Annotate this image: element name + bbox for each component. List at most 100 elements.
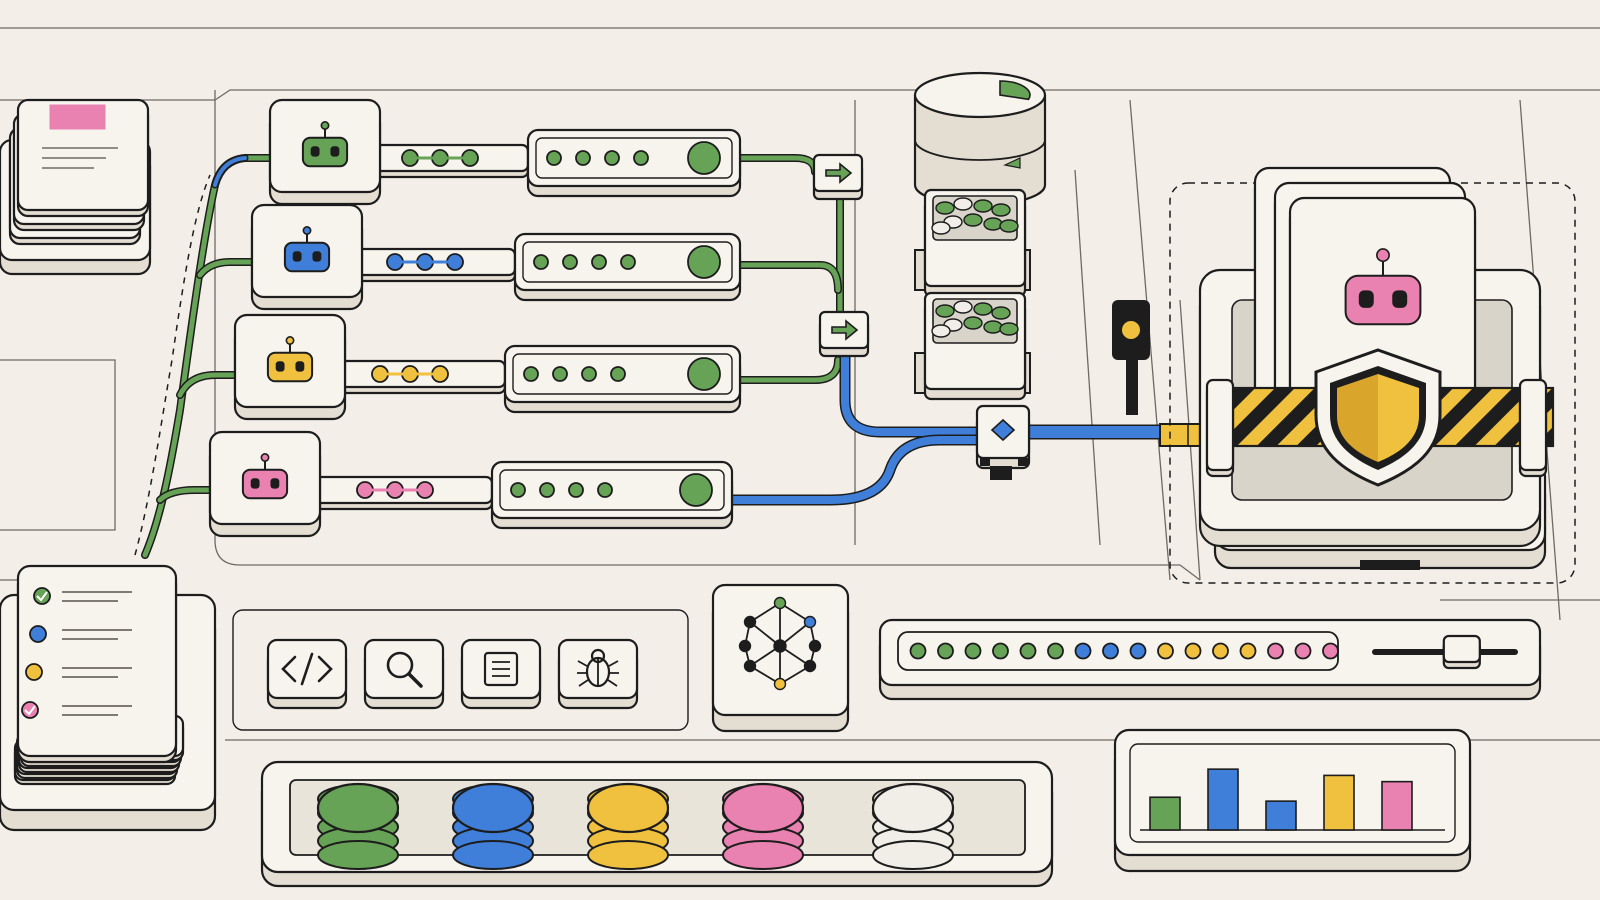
robot-icon-blue-eye-right <box>312 251 322 262</box>
tools-panel <box>232 609 689 731</box>
token-stream-dot-14 <box>1267 642 1284 660</box>
tool-button-search-body[interactable] <box>363 638 445 710</box>
metrics-bar-chart <box>1113 728 1472 873</box>
token-stacks-tray <box>260 760 1054 888</box>
shield-icon <box>1314 348 1442 487</box>
robot-icon-yellow-head <box>266 351 314 383</box>
shield-half-shade <box>1337 374 1378 462</box>
storage-bin-top[interactable] <box>914 188 1031 298</box>
token-stream-dot-3 <box>964 642 982 660</box>
graph-node-3 <box>803 615 817 629</box>
tool-button-debug[interactable] <box>557 638 639 710</box>
graph-node-4 <box>773 639 787 653</box>
document-icon <box>483 651 519 687</box>
agent-row-blue <box>250 203 742 311</box>
barrier-post-right-face <box>1518 378 1548 472</box>
queue-slot-yellow-2 <box>552 366 568 382</box>
storage-area <box>913 71 1150 415</box>
token-disc-pink-1 <box>722 840 804 870</box>
router-bottom-body[interactable] <box>818 310 870 358</box>
task-checklist[interactable] <box>0 564 217 832</box>
signal-lamp <box>1122 321 1140 339</box>
search-icon <box>386 651 423 688</box>
agent-signal-dot-yellow-1 <box>371 365 389 383</box>
storage-bin-bottom-chip-1 <box>935 304 955 318</box>
tool-button-code-body[interactable] <box>266 638 348 710</box>
barrier-post-left-face <box>1205 378 1235 472</box>
robot-icon-green-eye-right <box>330 146 340 157</box>
status-signal-light <box>1112 300 1150 415</box>
tool-button-document-body[interactable] <box>460 638 542 710</box>
agent-signal-dot-blue-3 <box>446 253 464 271</box>
token-stream-panel <box>878 618 1542 701</box>
token-disc-blue-1 <box>452 840 534 870</box>
router-bottom[interactable] <box>818 310 870 358</box>
token-stream-dot-16 <box>1322 642 1339 660</box>
arrow-right-icon <box>831 319 859 341</box>
queue-slot-pink-4 <box>597 482 613 498</box>
database-cylinder[interactable] <box>913 71 1047 207</box>
row2-to-router <box>737 262 841 293</box>
tool-button-search[interactable] <box>363 638 445 710</box>
graph-node-7 <box>773 677 787 691</box>
agent-tile-yellow[interactable] <box>233 313 347 421</box>
token-disc-green-1 <box>317 840 399 870</box>
context-folder[interactable] <box>0 98 152 276</box>
router-top-body[interactable] <box>812 153 864 201</box>
tool-button-code[interactable] <box>266 638 348 710</box>
stream-slider[interactable] <box>1372 634 1518 670</box>
token-disc-white_chip-top <box>871 782 955 834</box>
metrics-bar-2 <box>1207 768 1239 831</box>
robot-icon-blue-antenna-tip <box>302 226 312 235</box>
metrics-bar-3 <box>1265 800 1297 831</box>
document-icon-page <box>483 651 519 687</box>
tool-button-document[interactable] <box>460 638 542 710</box>
queue-slot-blue-4 <box>620 254 636 270</box>
token-stream-dot-8 <box>1102 642 1119 660</box>
slider-knob-face <box>1442 634 1481 664</box>
storage-bin-bottom-chip-6 <box>963 316 983 330</box>
checklist-marker-1 <box>33 587 51 605</box>
shield-half-yellow <box>1378 374 1419 462</box>
token-disc-white_chip-1 <box>872 840 954 870</box>
storage-bin-bottom[interactable] <box>914 291 1031 401</box>
queue-slot-green-4 <box>633 150 649 166</box>
storage-bin-top-chip-4 <box>991 203 1011 217</box>
token-disc-yellow-top <box>586 782 670 834</box>
checklist-card[interactable] <box>16 564 178 764</box>
folder-pink-tab <box>49 104 106 130</box>
robot-icon-pink-eye-left <box>250 478 260 489</box>
search-icon-lens <box>386 651 414 679</box>
token-disc-yellow-1 <box>587 840 669 870</box>
storage-bin-bottom-chip-9 <box>999 322 1019 336</box>
storage-bin-top-chip-2 <box>953 197 973 211</box>
graph-node-5 <box>743 659 757 673</box>
slider-knob[interactable] <box>1442 634 1481 670</box>
agent-row-yellow <box>233 313 742 421</box>
queue-slot-blue-2 <box>562 254 578 270</box>
robot-icon-green <box>301 121 349 168</box>
agent-link-bar-green <box>368 143 530 179</box>
storage-bin-bottom-chip-8 <box>931 324 951 338</box>
queue-slot-yellow-1 <box>523 366 539 382</box>
guardrail-gate <box>1169 166 1576 584</box>
knowledge-graph-tile[interactable] <box>711 583 850 733</box>
router-top[interactable] <box>812 153 864 201</box>
storage-bin-top-chip-3 <box>973 199 993 213</box>
token-stack-green <box>316 782 400 870</box>
robot-icon-yellow-eye-left <box>275 361 285 372</box>
robot-icon-yellow <box>266 336 314 383</box>
storage-bin-bottom-chip-4 <box>991 306 1011 320</box>
token-stream-dot-1 <box>909 642 927 660</box>
token-stream-dot-15 <box>1294 642 1312 660</box>
queue-inset-blue <box>522 241 733 283</box>
agent-signal-dot-pink-3 <box>416 481 434 499</box>
storage-bin-top-chip-9 <box>999 219 1019 233</box>
queue-slot-green-1 <box>546 150 562 166</box>
tools-panel-outline <box>232 609 689 731</box>
router-nodes <box>812 153 1031 480</box>
agent-signal-dot-yellow-3 <box>431 365 449 383</box>
agent-row-pink <box>208 430 734 538</box>
routing-hub[interactable] <box>975 404 1031 480</box>
